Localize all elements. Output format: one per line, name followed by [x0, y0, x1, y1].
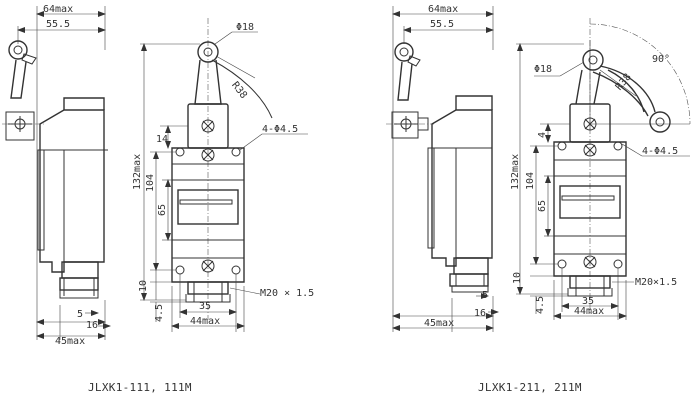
right-roller-dia: Φ18: [534, 64, 552, 75]
right-caption: JLXK1-211, 211M: [478, 381, 582, 394]
right-bottom-10: 10: [512, 272, 523, 284]
right-front-view: 90° R38 Φ18: [510, 18, 691, 320]
left-body-width: 44max: [190, 316, 220, 327]
right-hole-spacing-h: 35: [582, 296, 594, 307]
left-front-view: R38 Φ18 132max 104: [132, 18, 314, 332]
right-depth-max: 45max: [424, 318, 454, 329]
left-roller-offset: 55.5: [46, 19, 70, 30]
right-height-max: 132max: [510, 154, 521, 190]
right-hole-spacing-v: 104: [525, 172, 536, 190]
left-depth-max: 45max: [55, 336, 85, 347]
left-depth-16: 16: [86, 320, 98, 331]
right-depth-5: 5: [482, 290, 488, 301]
right-width-max: 64max: [428, 4, 458, 15]
left-hole-spacing-h: 35: [199, 301, 211, 312]
left-side-view: 64max 55.5 5 16 45max: [2, 4, 111, 347]
right-body-65: 65: [537, 200, 548, 212]
left-depth-5: 5: [77, 309, 83, 320]
left-body-65: 65: [157, 204, 168, 216]
right-side-view: 64max 55.5 5 16 45max: [386, 4, 499, 332]
left-mount-holes: 4-Φ4.5: [262, 124, 298, 135]
right-mount-holes: 4-Φ4.5: [642, 146, 678, 157]
left-caption: JLXK1-111, 111M: [88, 381, 192, 394]
left-width-max: 64max: [43, 4, 73, 15]
right-top-4: 4: [537, 132, 548, 138]
left-bottom-4-5: 4.5: [154, 304, 165, 322]
right-bottom-4-5: 4.5: [535, 296, 546, 314]
left-height-max: 132max: [132, 154, 143, 190]
left-gland: M20 × 1.5: [260, 288, 314, 299]
right-angle: 90°: [652, 54, 670, 65]
left-hole-spacing-v: 104: [145, 174, 156, 192]
right-gland: M20×1.5: [635, 277, 677, 288]
left-roller-dia: Φ18: [236, 22, 254, 33]
right-body-width: 44max: [574, 306, 604, 317]
right-depth-16: 16: [474, 308, 486, 319]
left-bottom-10: 10: [138, 280, 149, 292]
left-top-14: 14: [156, 134, 168, 145]
right-roller-offset: 55.5: [430, 19, 454, 30]
